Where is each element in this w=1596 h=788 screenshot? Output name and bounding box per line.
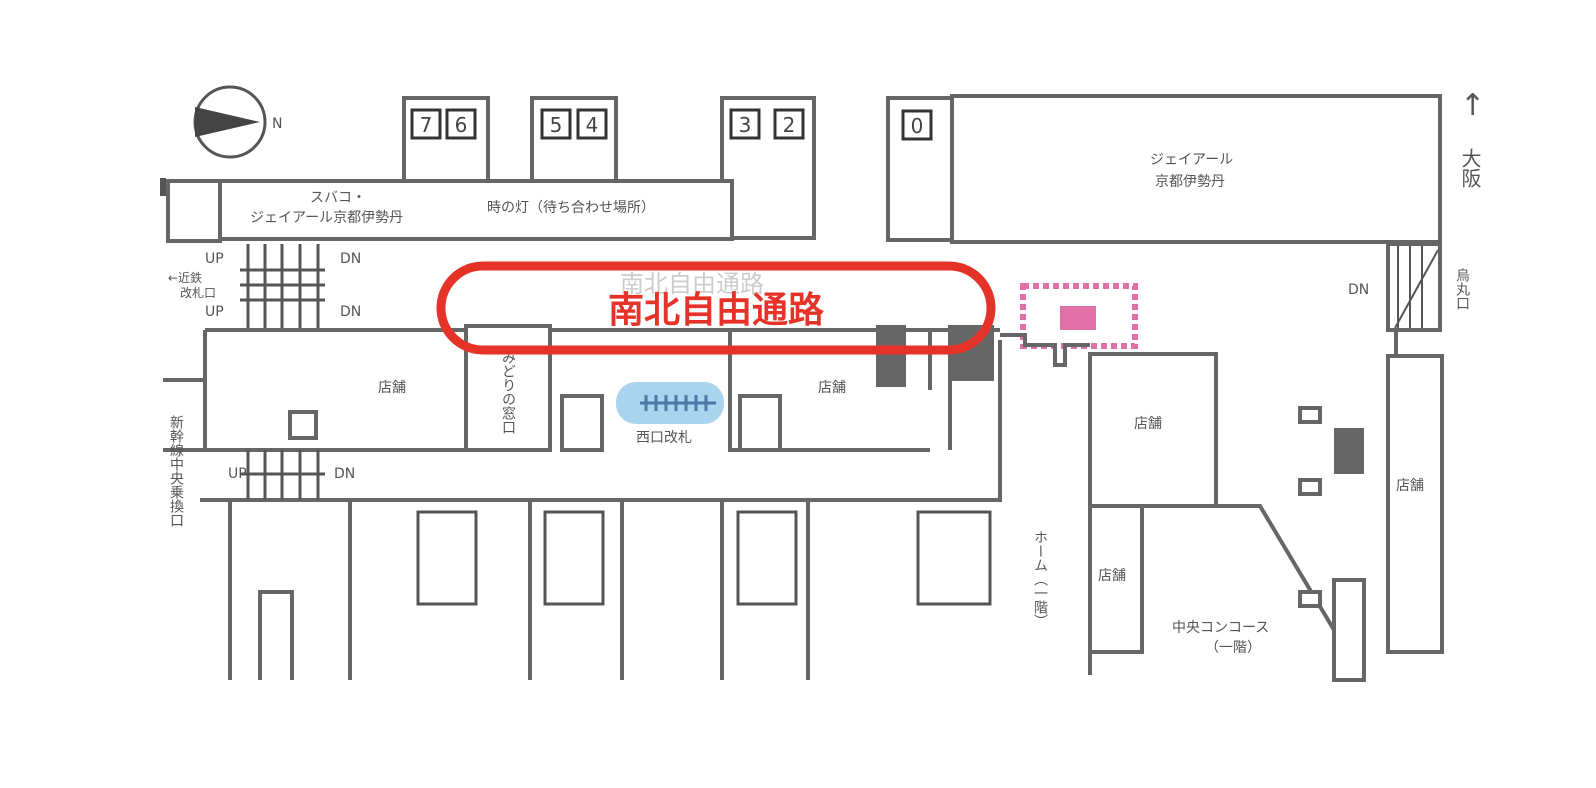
dn-label: DN	[1348, 282, 1369, 298]
dn-label: DN	[334, 466, 355, 482]
stairs-west	[240, 244, 325, 330]
corridor-faded-label: 南北自由通路	[620, 270, 764, 298]
midori-label: みどりの窓口	[500, 350, 516, 434]
compass-icon: N	[193, 85, 282, 159]
central-concourse-label: 中央コンコース	[1172, 620, 1269, 636]
platform-2: 2	[783, 113, 796, 137]
shop-label: 店舗	[1134, 416, 1162, 432]
isetan-east-label-1: ジェイアール	[1150, 152, 1233, 168]
platform-4: 4	[586, 113, 599, 137]
isetan-west-label: ジェイアール京都伊勢丹	[250, 210, 403, 226]
platform-6: 6	[455, 113, 468, 137]
platform-5: 5	[550, 113, 563, 137]
compass-north-label: N	[272, 116, 282, 132]
up-label: UP	[205, 251, 224, 267]
kintetsu-gate-label: 改札口	[180, 286, 216, 300]
shop-label: 店舗	[378, 380, 406, 396]
shop-label: 店舗	[818, 380, 846, 396]
up-label: UP	[205, 304, 224, 320]
isetan-east-block	[950, 94, 1442, 244]
location-marker-area	[1020, 283, 1138, 349]
platform-floor-label: ホーム（一階）	[1032, 530, 1048, 628]
west-gate-label: 西口改札	[636, 430, 692, 446]
subaco-label: スバコ・	[310, 190, 366, 206]
platform-stairs	[416, 510, 992, 606]
osaka-arrow-icon: ↑	[1460, 88, 1485, 123]
platform-3: 3	[739, 113, 752, 137]
isetan-east-label-2: 京都伊勢丹	[1155, 174, 1225, 190]
kintetsu-label: ←近鉄	[168, 270, 202, 285]
north-south-corridor-label: 南北自由通路	[608, 290, 825, 331]
platform-0: 0	[911, 114, 924, 138]
shinkansen-transfer-label: 新幹線中央乗換口	[168, 415, 184, 527]
up-label: UP	[228, 466, 247, 482]
dn-label: DN	[340, 304, 361, 320]
osaka-label: 大阪	[1458, 148, 1482, 188]
shop-label: 店舗	[1396, 478, 1424, 494]
toki-no-akari-label: 時の灯（待ち合わせ場所）	[487, 200, 655, 216]
platform-numbers: 7 6 5 4 3 2 0	[410, 108, 933, 141]
shop-label: 店舗	[1098, 568, 1126, 584]
central-concourse-floor-label: （一階）	[1205, 640, 1261, 656]
location-marker	[1060, 306, 1096, 330]
isetan-west-block	[218, 179, 734, 241]
shop-block	[1088, 352, 1218, 508]
karasuma-exit-label: 烏丸口	[1454, 267, 1470, 310]
north-south-corridor-highlight: 南北自由通路	[436, 261, 996, 355]
dn-label: DN	[340, 251, 361, 267]
platform-7: 7	[420, 113, 433, 137]
